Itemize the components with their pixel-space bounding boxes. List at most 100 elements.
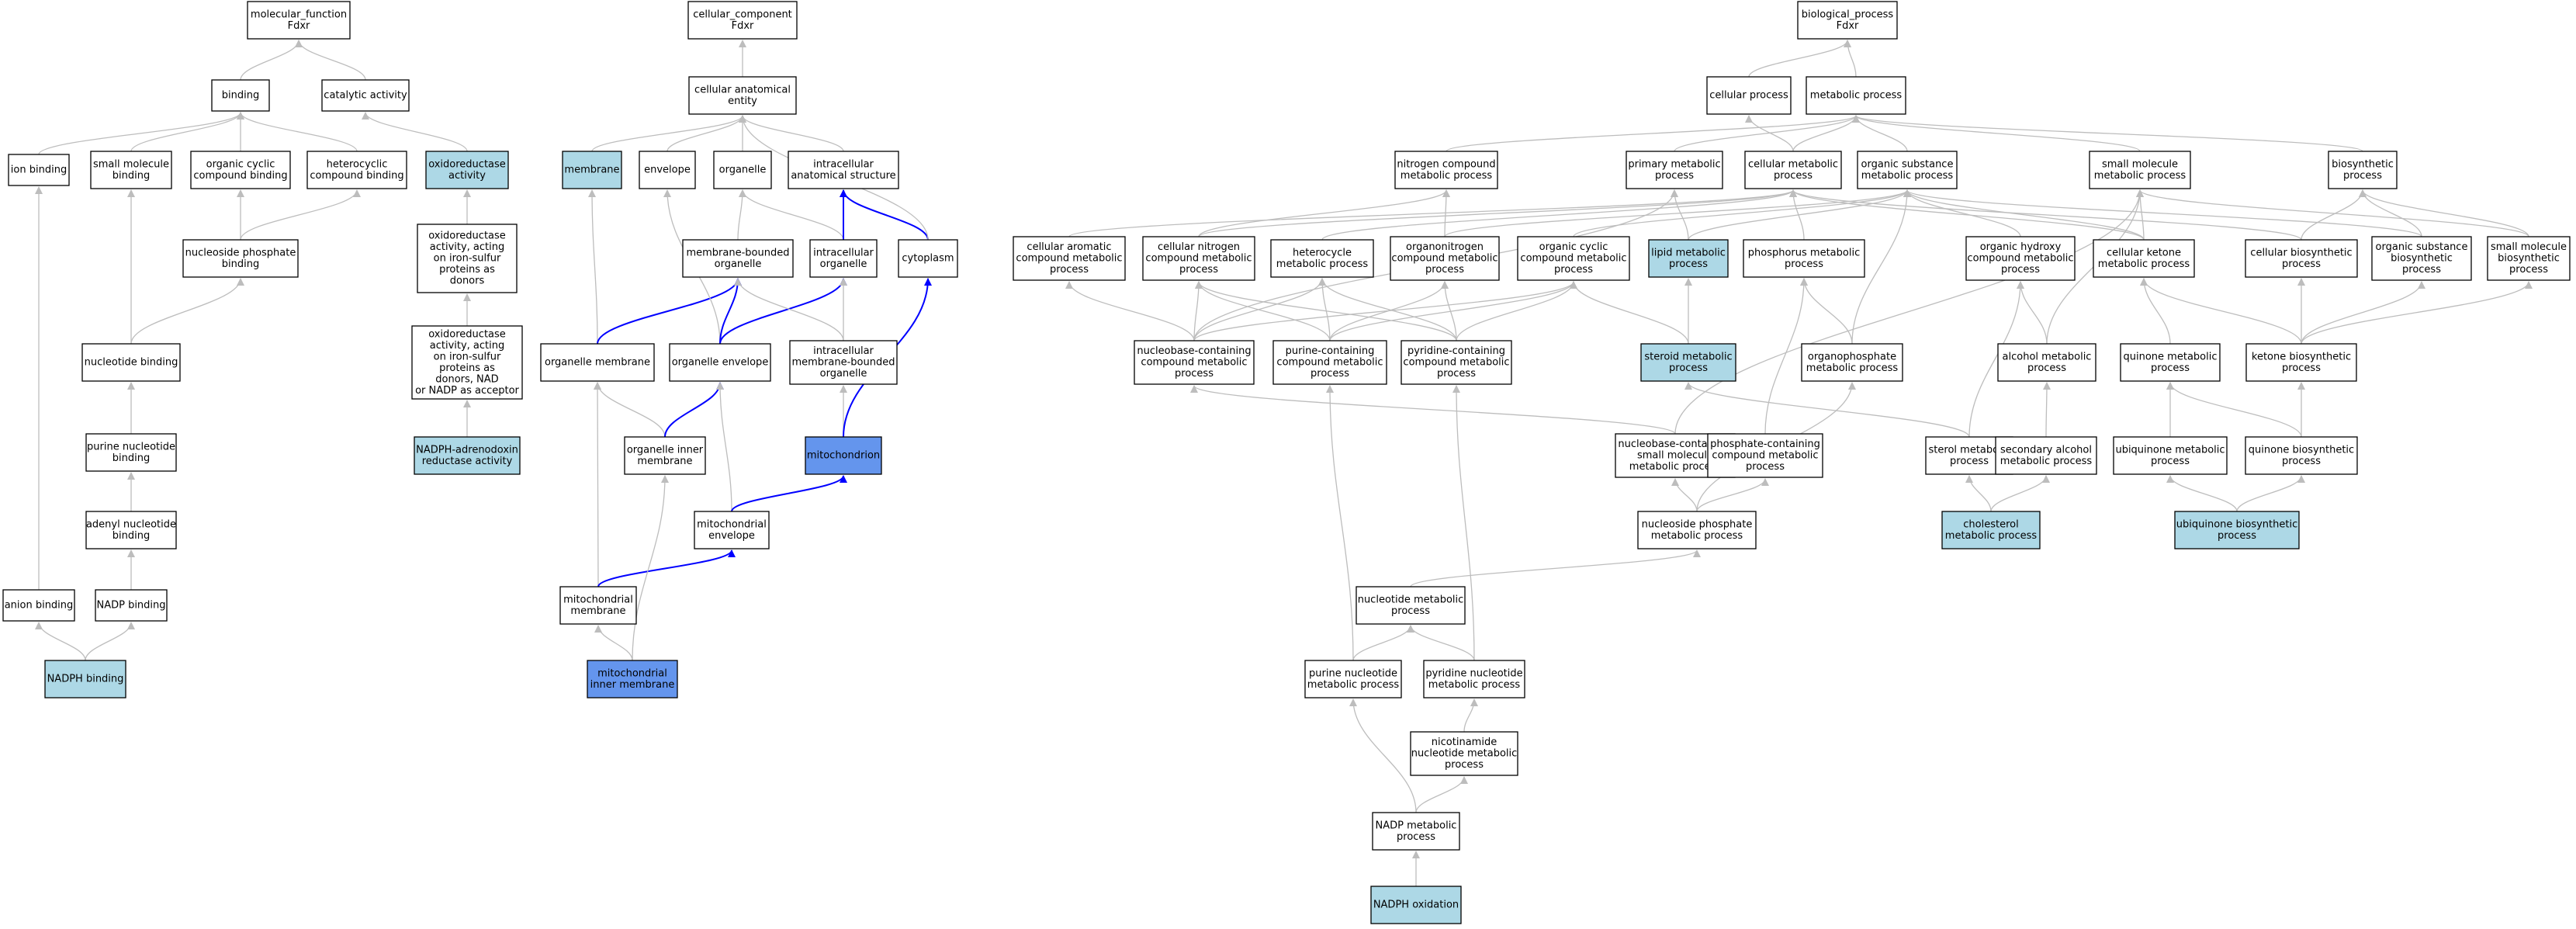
go-term-node-org_membrane[interactable]: organelle membrane [540,343,655,382]
go-term-node-envelope[interactable]: envelope [639,151,696,189]
node-label-line: metabolic process [1307,679,1400,691]
go-term-node-metabolic_process[interactable]: metabolic process [1806,76,1906,115]
go-term-node-nucleotide_binding[interactable]: nucleotide binding [81,343,181,382]
node-label-line: cholesterol [1963,518,2018,530]
go-term-node-cytoplasm[interactable]: cytoplasm [898,239,958,278]
go-term-node-anion_binding[interactable]: anion binding [2,589,75,622]
go-term-node-nadph_oxidation[interactable]: NADPH oxidation [1370,886,1462,924]
go-term-node-nadph_binding[interactable]: NADPH binding [44,660,126,698]
node-box [2,589,75,622]
go-term-node-binding[interactable]: binding [211,79,270,112]
node-box [562,151,622,189]
go-term-node-membrane[interactable]: membrane [562,151,622,189]
edge-intracell_mb_org-to-memb_bounded_org [734,278,844,341]
go-term-node-ion_binding[interactable]: ion binding [8,154,70,186]
node-label-line: intracellular [813,345,874,357]
go-term-node-organelle[interactable]: organelle [713,151,772,189]
node-label-line: donors, NAD [435,373,498,385]
node-box [1370,886,1462,924]
node-box [2093,239,2195,278]
node-label-line: metabolic process [1861,170,1954,182]
edge-ketone_biosyn-to-org_subst_biosyn [2301,281,2425,345]
edge-purine_met-to-heterocycle_met [1318,278,1331,341]
node-box [694,511,770,549]
go-term-node-catalytic[interactable]: catalytic activity [321,79,410,112]
edge-organonitrogen_met-to-nitrogen_met [1442,189,1450,237]
node-box [1801,343,1903,382]
go-term-node-org_envelope[interactable]: organelle envelope [669,343,771,382]
node-box [1410,731,1518,776]
node-label-line: metabolic process [2000,456,2093,467]
edge-membrane-to-cell_anat [591,115,746,152]
node-box [247,1,351,40]
node-label-line: biosynthetic [2498,253,2560,265]
node-label-line: nicotinamide [1432,737,1497,748]
edge-metabolic_process-to-bp_root [1844,40,1857,78]
go-term-node-mitochondrion[interactable]: mitochondrion [805,436,882,475]
go-term-node-cellular_process[interactable]: cellular process [1706,76,1792,115]
go-term-node-nadp_binding[interactable]: NADP binding [95,589,168,622]
